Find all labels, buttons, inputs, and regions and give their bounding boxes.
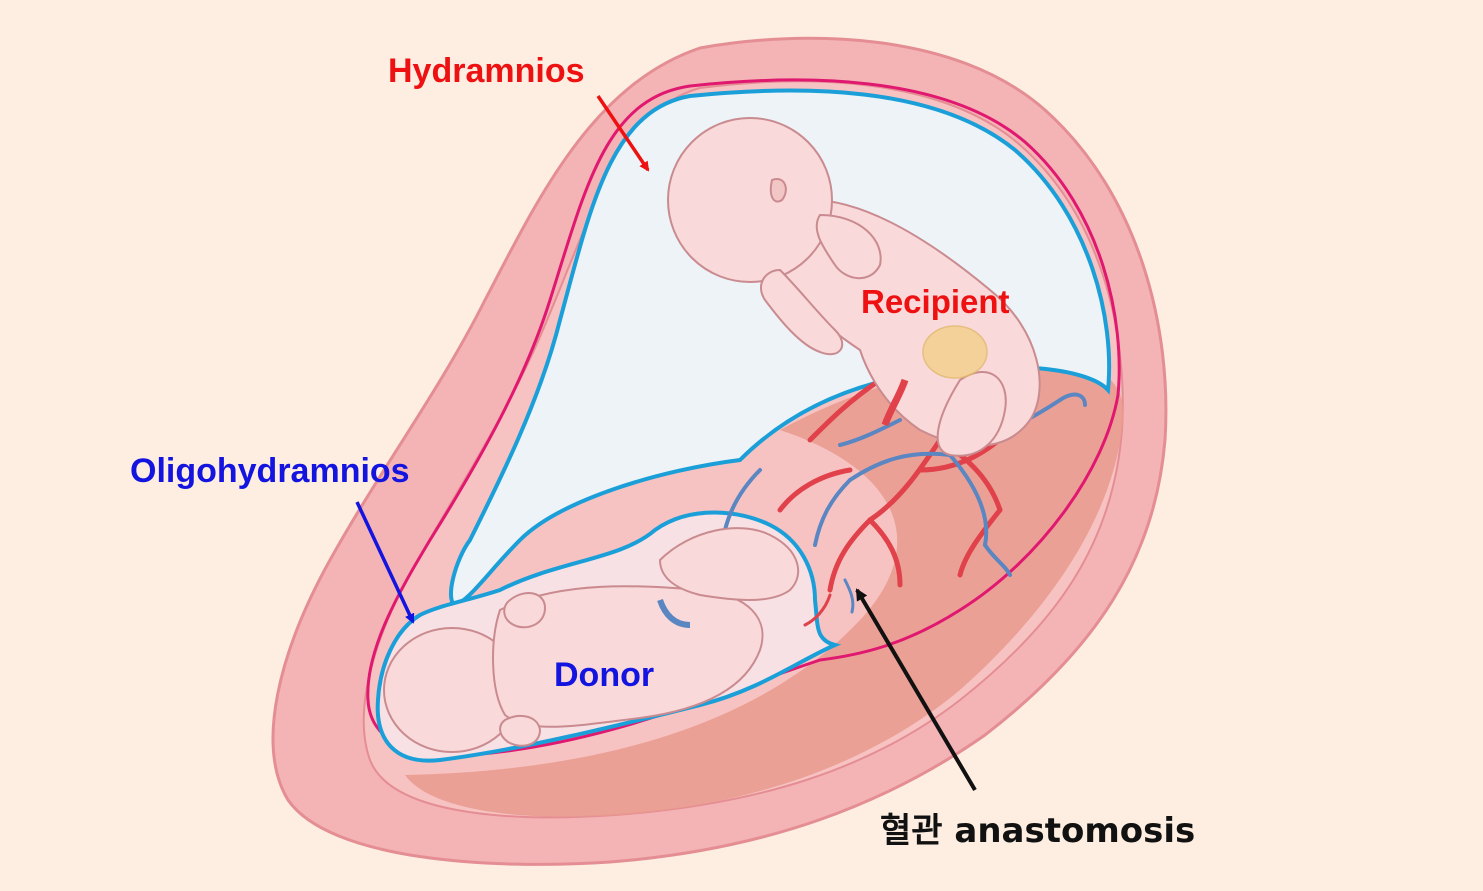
label-anastomosis: 혈관 anastomosis — [880, 811, 1196, 851]
oligohydramnios-arrow — [355, 501, 415, 624]
label-recipient: Recipient — [861, 283, 1010, 320]
hydramnios-arrow — [596, 95, 650, 172]
anastomosis-vessels — [803, 578, 855, 627]
recipient-sac — [449, 88, 1112, 608]
recipient-fetus — [667, 117, 1041, 457]
label-hydramnios: Hydramnios — [388, 52, 585, 90]
anastomosis-arrow — [855, 588, 977, 792]
label-donor: Donor — [554, 656, 655, 694]
placenta — [405, 360, 1124, 817]
donor-fetus — [383, 527, 800, 753]
label-oligohydramnios: Oligohydramnios — [130, 452, 410, 490]
